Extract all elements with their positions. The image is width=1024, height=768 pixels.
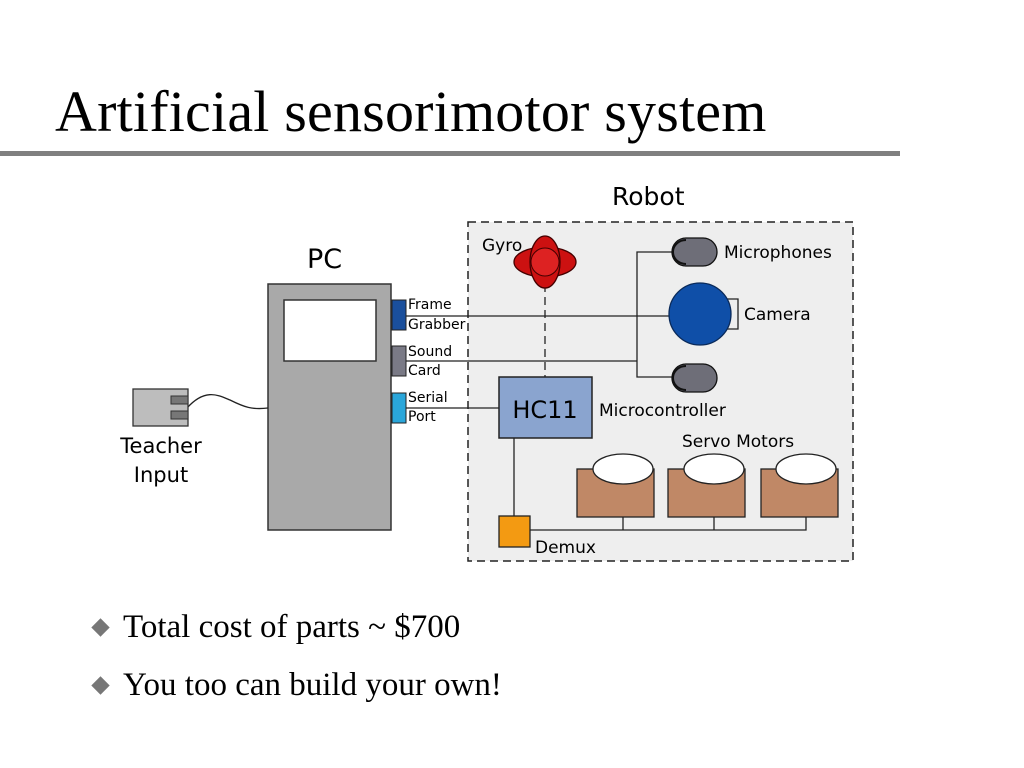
microphone-top-icon: [671, 237, 718, 267]
hc11-label: HC11: [512, 396, 577, 424]
sound-card-port: [391, 345, 407, 377]
serial-port: [391, 392, 407, 424]
pc-screen: [283, 299, 377, 362]
sound-card-label-1: Sound: [408, 344, 452, 360]
camera-label: Camera: [744, 305, 811, 325]
hc11-box: [498, 376, 593, 439]
microphone-wires: [636, 251, 672, 378]
frame-grabber-label-2: Grabber: [408, 317, 466, 333]
camera-bracket: [723, 298, 739, 330]
bullet-item: You too can build your own!: [90, 656, 502, 714]
microcontroller-label: Microcontroller: [599, 401, 726, 421]
microphone-bottom-icon: [671, 363, 718, 393]
servo-motor-1: [576, 453, 655, 518]
slide-title: Artificial sensorimotor system: [55, 79, 767, 144]
bullet-text: You too can build your own!: [123, 666, 502, 703]
frame-grabber-label-1: Frame: [408, 297, 452, 313]
robot-label: Robot: [612, 182, 685, 211]
title-divider: [0, 151, 900, 156]
gyro-icon: [513, 235, 577, 289]
gyro-label: Gyro: [482, 236, 522, 256]
serial-port-label-2: Port: [408, 409, 436, 425]
demux-box: [498, 515, 531, 548]
microphones-label: Microphones: [724, 243, 832, 263]
pc-label: PC: [307, 244, 342, 275]
serial-port-label-1: Serial: [408, 390, 448, 406]
frame-grabber-port: [391, 299, 407, 331]
demux-servo-bus: [530, 517, 807, 531]
bullet-list: Total cost of parts ~ $700 You too can b…: [90, 598, 502, 714]
teacher-input-cable: [186, 393, 269, 410]
demux-label: Demux: [535, 538, 596, 558]
servo-motors-label: Servo Motors: [682, 432, 794, 452]
teacher-input-label-1: Teacher: [119, 434, 202, 458]
teacher-input-icon: [132, 388, 189, 427]
sound-card-label-2: Card: [408, 363, 441, 379]
teacher-input-label-2: Input: [134, 463, 188, 487]
diamond-bullet-icon: [91, 675, 110, 695]
diamond-bullet-icon: [91, 617, 110, 637]
bullet-item: Total cost of parts ~ $700: [90, 598, 502, 656]
camera-icon: [668, 282, 732, 346]
servo-motor-3: [760, 453, 839, 518]
bullet-text: Total cost of parts ~ $700: [123, 608, 461, 645]
servo-motor-2: [667, 453, 746, 518]
